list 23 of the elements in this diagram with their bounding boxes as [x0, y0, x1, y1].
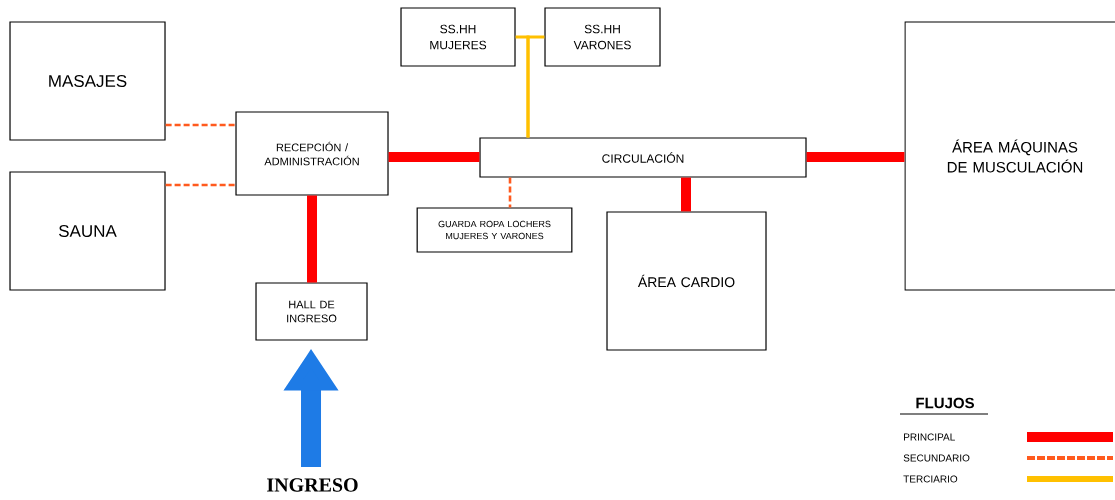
legend-label: PRINCIPAL: [904, 433, 955, 441]
legend-title: FLUJOS: [916, 397, 974, 409]
flow-line: [526, 35, 545, 138]
room-box: ÁREA CARDIO: [606, 211, 767, 351]
flow-line: [681, 177, 691, 212]
room-box: SS.HH VARONES: [544, 7, 661, 67]
room-box: MASAJES: [9, 21, 166, 141]
entrance-label: INGRESO: [267, 478, 358, 492]
room-box: SS.HH MUJERES: [400, 7, 516, 67]
room-box: RECEPCIÓN / ADMINISTRACIÓN: [235, 111, 389, 196]
room-box: CIRCULACIÓN: [479, 137, 807, 178]
room-box: ÁREA MÁQUINAS DE MUSCULACIÓN: [904, 21, 1115, 291]
room-box: SAUNA: [9, 171, 166, 291]
flow-line: [165, 123, 236, 127]
flow-line: [165, 183, 236, 187]
room-box: GUARDA ROPA LOCHERS MUJERES Y VARONES: [416, 207, 573, 253]
flow-line: [508, 177, 512, 208]
legend-label: TERCIARIO: [903, 475, 958, 483]
flow-line: [388, 152, 480, 162]
flow-line: [307, 195, 317, 283]
room-box: HALL DE INGRESO: [255, 282, 368, 341]
flow-line: [806, 152, 905, 162]
legend-label: SECUNDARIO: [903, 454, 970, 462]
